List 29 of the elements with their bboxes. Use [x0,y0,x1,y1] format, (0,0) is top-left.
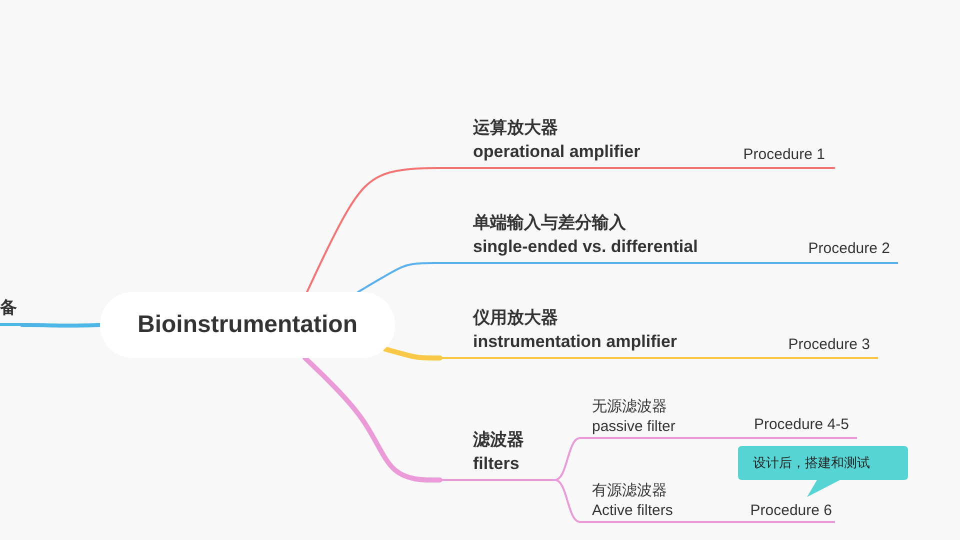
branch-line [306,167,441,293]
topic-label: passive filter [592,417,676,437]
branch-line [554,479,581,523]
callout-bubble [738,446,908,498]
branch-line [554,437,581,481]
procedure-label: Procedure 3 [788,336,870,354]
topic-label: 备 [0,297,17,319]
topic-label: 仪用放大器 [473,307,558,329]
branch-line [382,346,442,360]
branch-line [357,262,441,293]
topic-label: 运算放大器 [473,117,558,139]
central-topic-title: Bioinstrumentation [138,311,358,339]
topic-label: filters [473,453,520,475]
procedure-label: Procedure 4-5 [754,416,849,434]
topic-label: Active filters [592,501,673,521]
procedure-label: Procedure 6 [750,502,832,520]
topic-label: 单端输入与差分输入 [473,212,626,234]
topic-label: 有源滤波器 [592,481,667,501]
procedure-label: Procedure 2 [808,240,890,258]
branch-line [302,356,442,482]
topic-label: 无源滤波器 [592,397,667,417]
procedure-label: Procedure 1 [743,146,825,164]
topic-label: single-ended vs. differential [473,236,698,258]
central-topic [100,292,395,358]
topic-label: instrumentation amplifier [473,331,678,353]
callout-text: 设计后，搭建和测试 [753,455,870,471]
branch-line [20,323,102,328]
topic-label: operational amplifier [473,141,640,163]
topic-label: 滤波器 [473,429,524,451]
